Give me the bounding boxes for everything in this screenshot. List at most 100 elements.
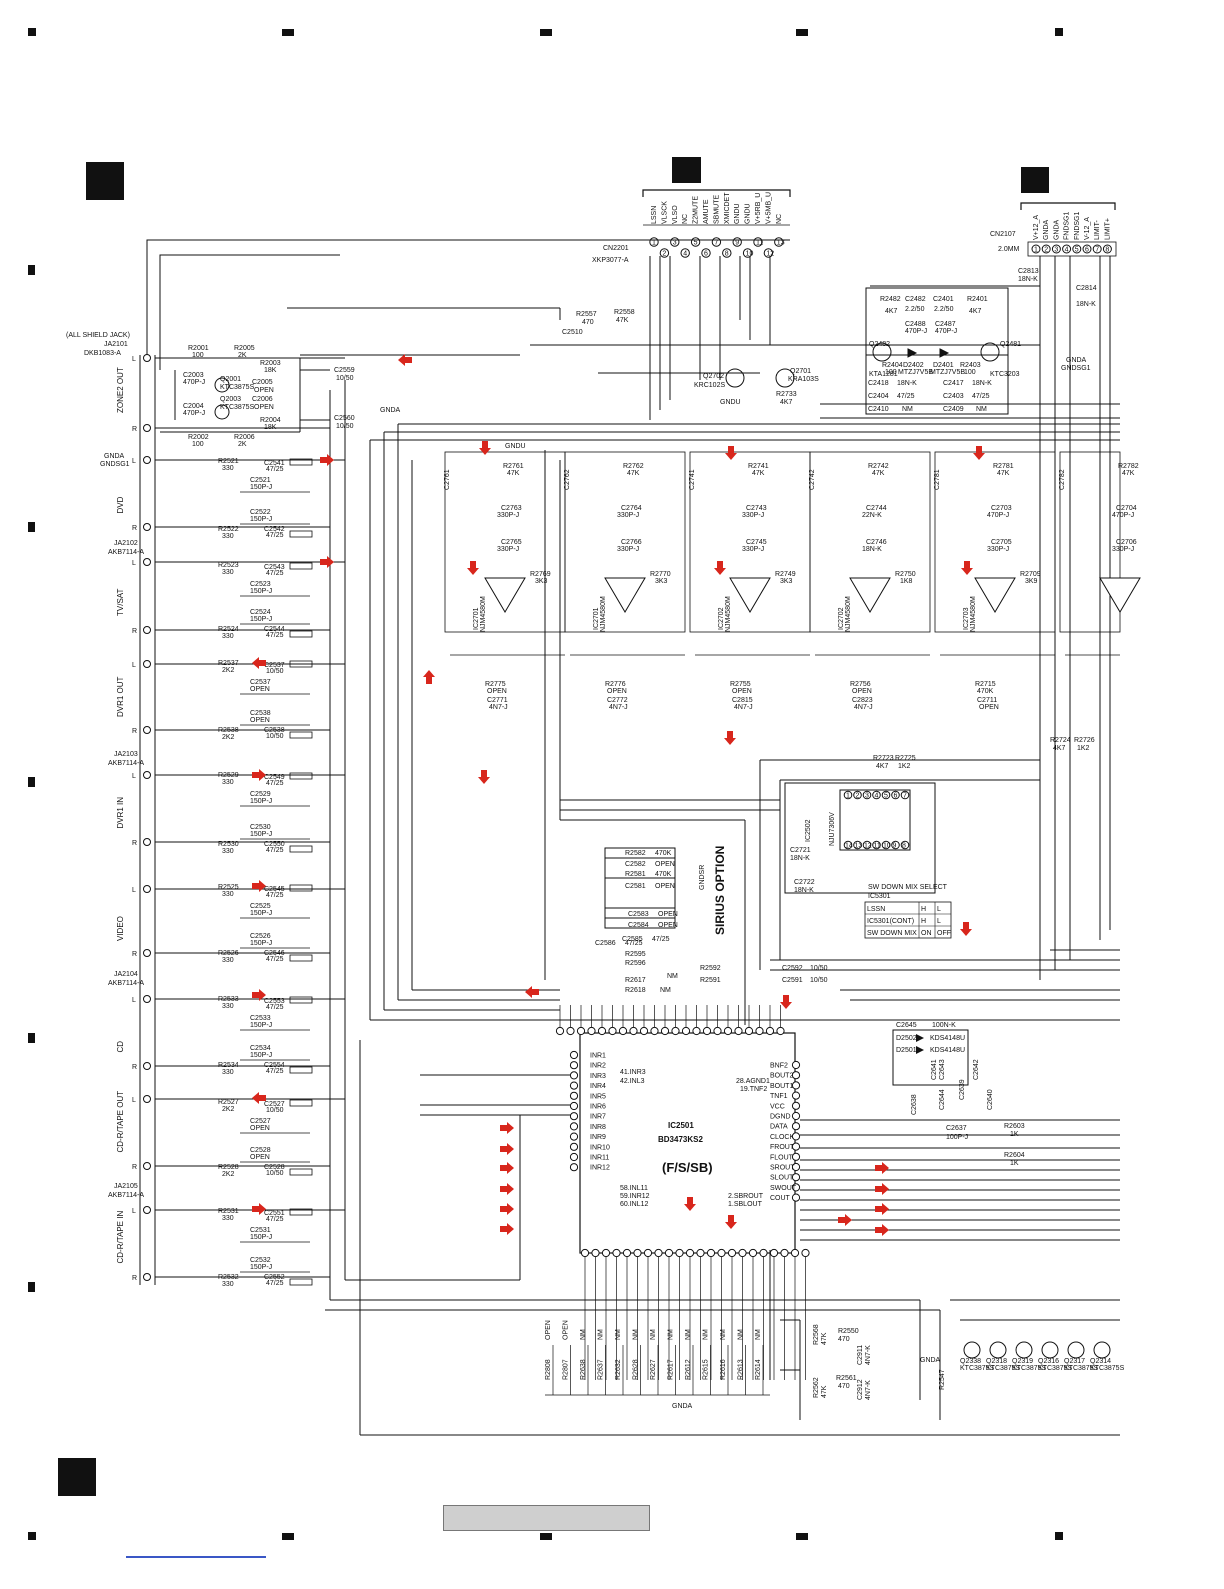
bottom-resistor: R2627 bbox=[650, 1359, 657, 1380]
ic2501-top-pin bbox=[650, 1026, 659, 1036]
ic2501-right-pin bbox=[791, 1122, 801, 1131]
bottom-c2912: C2912 bbox=[857, 1379, 864, 1400]
amp-r2: R2769 bbox=[530, 571, 551, 578]
amp-rout: R2755 bbox=[730, 681, 751, 688]
amp-r1: R2781 bbox=[993, 463, 1014, 470]
input-cap: C2546 bbox=[264, 950, 285, 957]
ic2501-note-7: 2.SBROUT bbox=[728, 1193, 764, 1200]
input-cap2-value: OPEN bbox=[250, 717, 270, 724]
input-resistor-value: 2K2 bbox=[222, 1171, 235, 1178]
zone2-q2001p: KTC3875S bbox=[220, 384, 255, 391]
ic2502-top-pin-number: 5 bbox=[884, 793, 888, 800]
ic2501-c2592v: 10/50 bbox=[810, 965, 828, 972]
input-resistor: R2528 bbox=[218, 1164, 239, 1171]
bottom-r2547: R2547 bbox=[939, 1369, 946, 1390]
cn2201-pin-label: GNDU bbox=[734, 203, 741, 224]
jack-l-label: L bbox=[132, 1208, 136, 1215]
input-resistor-value: 330 bbox=[222, 891, 234, 898]
ic2501-bottom-pin bbox=[580, 1248, 590, 1258]
arrow-down bbox=[960, 922, 972, 936]
cn2107-pin-label: FNDSG1 bbox=[1064, 212, 1071, 241]
zone2-c2003: C2003 bbox=[183, 372, 204, 379]
amp-r2-value: 3K3 bbox=[780, 578, 793, 585]
mute-q2701: Q2701 bbox=[790, 368, 811, 375]
input-net-tag bbox=[289, 630, 313, 638]
sw-table-cell: L bbox=[937, 918, 941, 925]
input-resistor-value: 330 bbox=[222, 569, 234, 576]
mute-gndu: GNDU bbox=[720, 399, 741, 406]
input-cap-value: 47/25 bbox=[266, 532, 284, 539]
supply-c2488v: 470P-J bbox=[905, 328, 927, 335]
ic2501-left-pin-label: INR3 bbox=[590, 1073, 606, 1080]
ic2502-ref: IC2502 bbox=[805, 819, 812, 842]
ic2501-right-pin bbox=[791, 1173, 801, 1182]
arrow-right bbox=[500, 1162, 514, 1174]
amp-c3: C2765 bbox=[501, 539, 522, 546]
opamp-symbol bbox=[484, 577, 526, 613]
sirius-part: C2583 bbox=[628, 911, 649, 918]
sirius-part-value: 47/25 bbox=[625, 940, 643, 947]
opamp-symbol bbox=[729, 577, 771, 613]
cn2107-pin-number: 2 bbox=[1044, 247, 1048, 254]
sirius-part: C2585 bbox=[622, 936, 643, 943]
arrow-right bbox=[875, 1183, 889, 1195]
cn2201-pin-number: 5 bbox=[694, 240, 698, 247]
supply-c2482: C2482 bbox=[905, 296, 926, 303]
footer-link-underline[interactable] bbox=[126, 1556, 266, 1558]
input-cap2: C2521 bbox=[250, 477, 271, 484]
bottom-transistor bbox=[1067, 1341, 1085, 1359]
ic2502-top-pin-number: 3 bbox=[865, 793, 869, 800]
ic2501-right-pin-label: SWOUT bbox=[770, 1185, 797, 1192]
ic2501-left-pin-label: INR8 bbox=[590, 1124, 606, 1131]
amp-ic-part: NJM4580M bbox=[600, 596, 607, 632]
cn2107-pin-number: 6 bbox=[1085, 247, 1089, 254]
registration-marks bbox=[28, 28, 1063, 1540]
ic2502-c2721v: 18N-K bbox=[790, 855, 810, 862]
cn2201-pin bbox=[722, 248, 732, 258]
input-cap2: C2531 bbox=[250, 1227, 271, 1234]
sirius-part: C2586 bbox=[595, 940, 616, 947]
ic2501-right-pin-label: COUT bbox=[770, 1195, 791, 1202]
ic2501-right-pin bbox=[791, 1183, 801, 1192]
supply-c2418v: 18N-K bbox=[897, 380, 917, 387]
input-resistor-value: 330 bbox=[222, 465, 234, 472]
ic2501-right-pin-label: DGND bbox=[770, 1114, 791, 1121]
amp-r1-value: 47K bbox=[627, 470, 640, 477]
ic2501-top-pin bbox=[608, 1026, 617, 1036]
jack-gnd-a: GNDA bbox=[104, 453, 125, 460]
amp-r2-value: 3K3 bbox=[655, 578, 668, 585]
bottom-transistor-part: KTC3875S bbox=[1012, 1365, 1047, 1372]
supply-d2402p: MTZJ7V5B bbox=[898, 369, 933, 376]
amp-r1: R2742 bbox=[868, 463, 889, 470]
ic2501-bottom-pin bbox=[675, 1248, 684, 1258]
amp-frame bbox=[809, 451, 931, 633]
input-resistor-value: 330 bbox=[222, 1281, 234, 1288]
arrow-down bbox=[467, 561, 479, 575]
bottom-resistor-value: NM bbox=[738, 1329, 745, 1340]
zone2-c2004v: 470P-J bbox=[183, 410, 205, 417]
input-resistor: R2529 bbox=[218, 772, 239, 779]
ic2501-left-pin bbox=[569, 1050, 579, 1060]
bottom-misc: GNDA R2550 470 C2911 4N7-K R2568 47K R25… bbox=[672, 1324, 1125, 1410]
input-cap2: C2534 bbox=[250, 1045, 271, 1052]
input-cap2-value: 150P-J bbox=[250, 588, 272, 595]
ic2501-right-pin bbox=[791, 1091, 801, 1100]
amp-c1: C2762 bbox=[564, 469, 571, 490]
cn2107-pin-label: FNDSG1 bbox=[1074, 212, 1081, 241]
ic2502-top-pin-number: 6 bbox=[894, 793, 898, 800]
sirius-part-value: OPEN bbox=[655, 861, 675, 868]
bottom-transistor-ref: Q2318 bbox=[986, 1358, 1007, 1365]
right-r2603: R2603 bbox=[1004, 1123, 1025, 1130]
cn2201-pin-label: XMICDET bbox=[724, 192, 731, 224]
right-r2604: R2604 bbox=[1004, 1152, 1025, 1159]
bottom-resistor: R2612 bbox=[685, 1359, 692, 1380]
ic2501-right-pin-label: FROUT bbox=[770, 1144, 795, 1151]
amp-rout-value: OPEN bbox=[732, 688, 752, 695]
amp-c3: C2705 bbox=[991, 539, 1012, 546]
amp-c3-value: 330P-J bbox=[742, 546, 764, 553]
jack-node-l bbox=[143, 354, 151, 362]
right-c2643: C2643 bbox=[939, 1059, 946, 1080]
ic2502-bottom-pin bbox=[891, 840, 900, 850]
